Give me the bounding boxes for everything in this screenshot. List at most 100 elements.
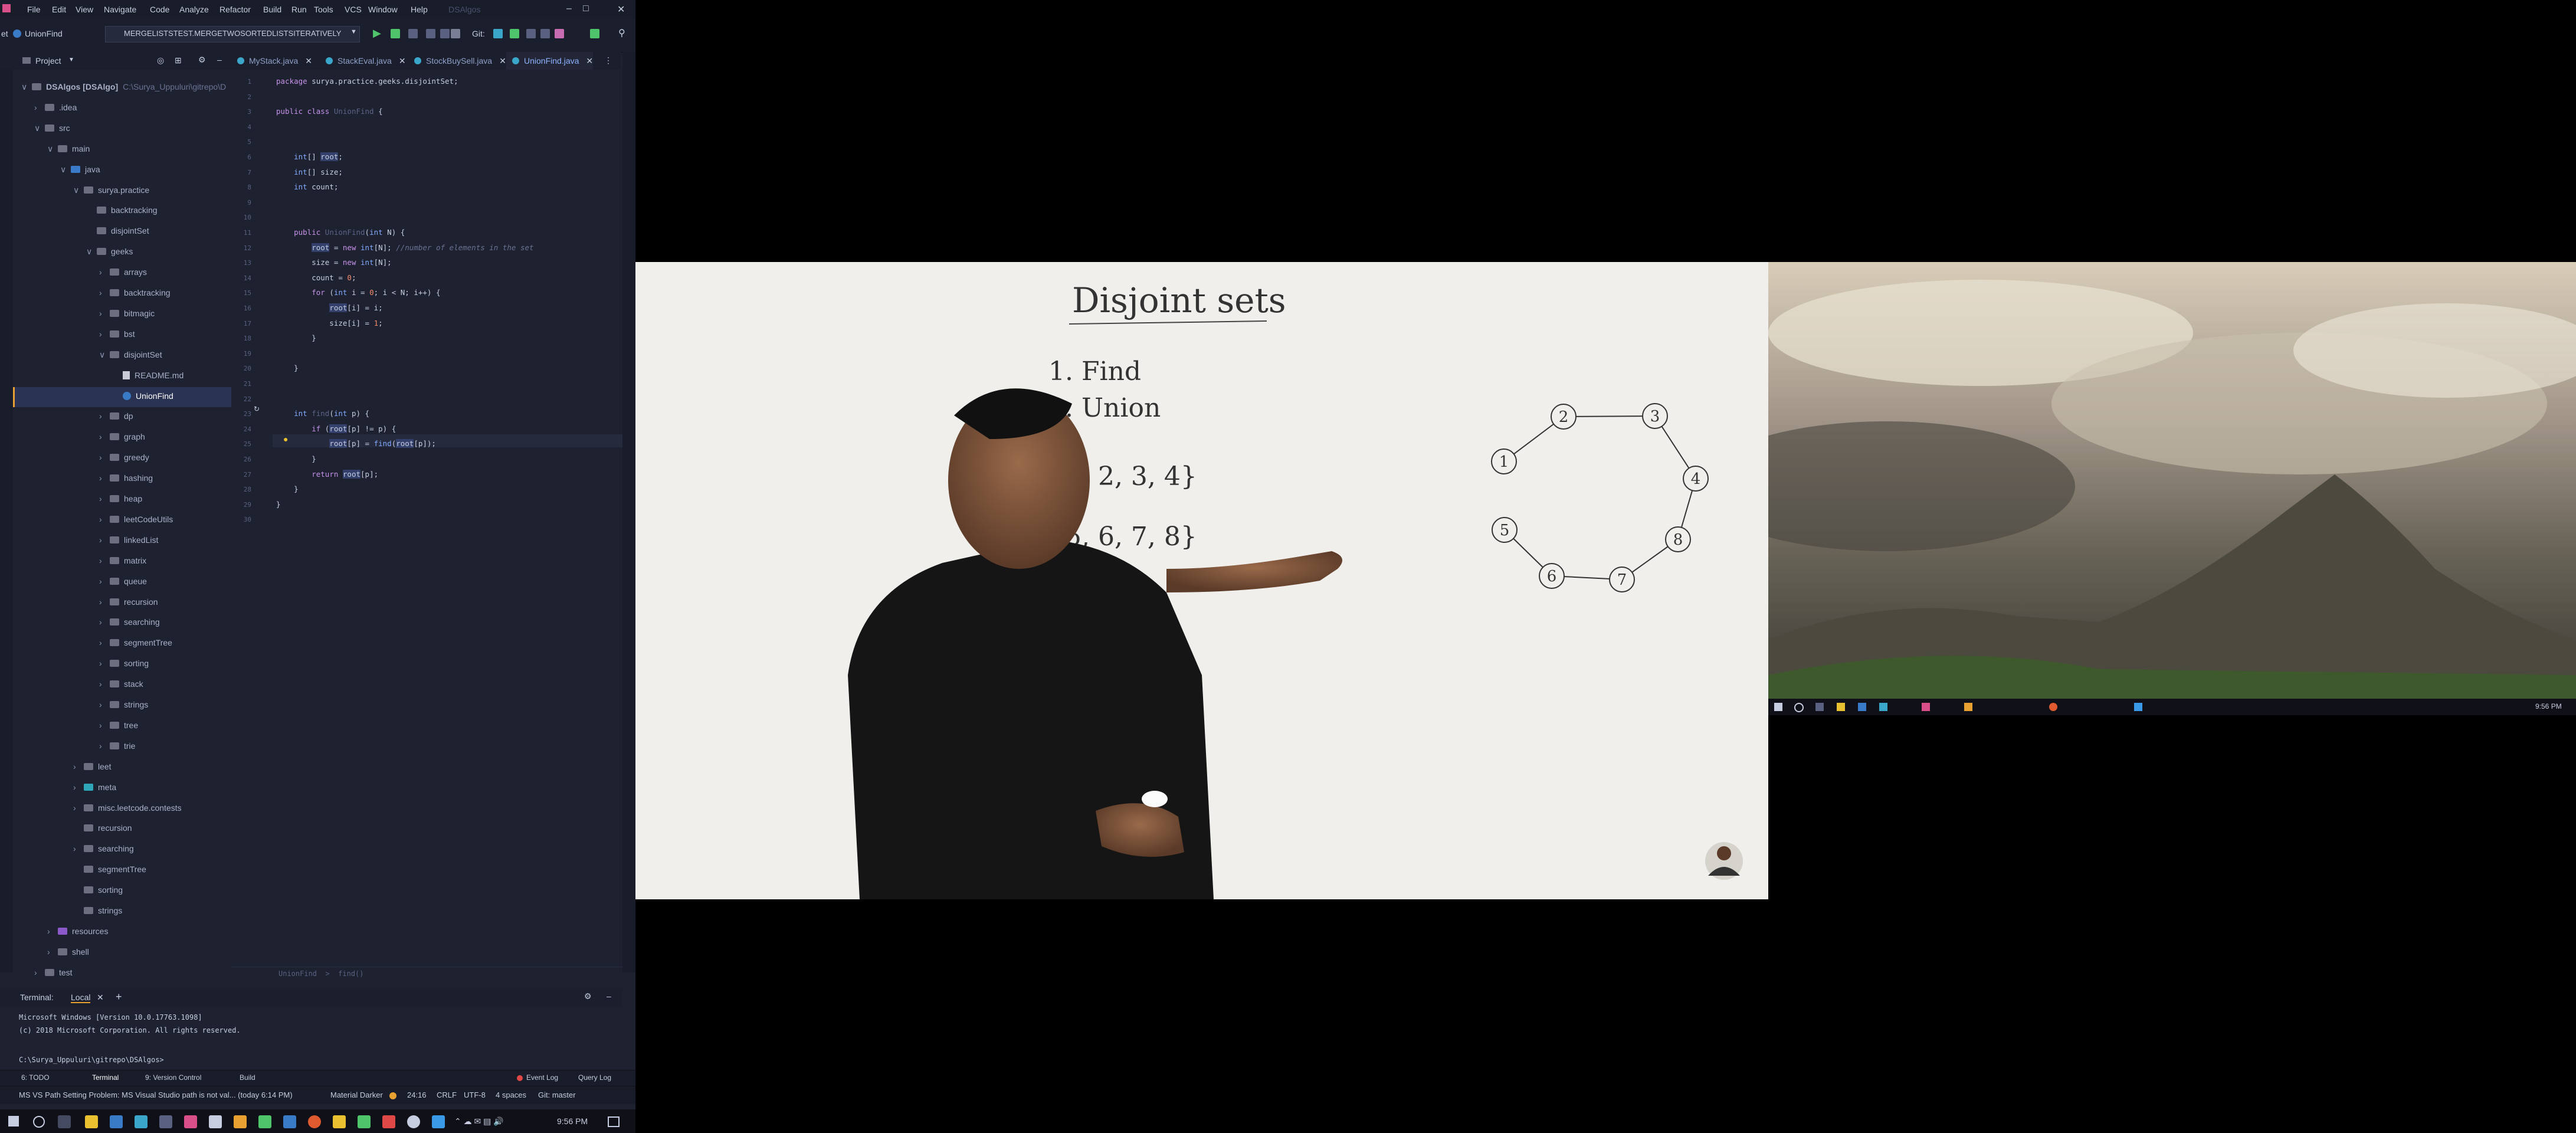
chevron-right-icon[interactable]: ›: [34, 102, 37, 112]
git-update-icon[interactable]: [493, 29, 503, 38]
chevron-right-icon[interactable]: ›: [99, 473, 102, 483]
firefox-icon[interactable]: [308, 1115, 321, 1128]
app-icon[interactable]: [135, 1115, 148, 1128]
chevron-right-icon[interactable]: ›: [99, 576, 102, 586]
menu-item-build[interactable]: Build: [263, 5, 282, 14]
tree-item[interactable]: ›stack: [99, 674, 143, 694]
chevron-right-icon[interactable]: ›: [99, 638, 102, 648]
tree-item[interactable]: ›graph: [99, 427, 145, 447]
tree-item[interactable]: ›misc.leetcode.contests: [73, 798, 182, 818]
tab-stockbuysell[interactable]: StockBuySell.java✕: [408, 52, 506, 70]
tree-item[interactable]: ›heap: [99, 489, 142, 509]
project-structure-icon[interactable]: [590, 29, 599, 38]
chevron-down-icon[interactable]: ∨: [73, 185, 80, 195]
git-history-icon[interactable]: [540, 29, 550, 38]
terminal-tool-button[interactable]: Terminal: [92, 1073, 119, 1082]
tree-item[interactable]: sorting: [73, 880, 123, 900]
chevron-down-icon[interactable]: ∨: [86, 247, 93, 257]
chrome-icon[interactable]: [1964, 703, 1972, 711]
close-icon[interactable]: ✕: [617, 5, 625, 15]
bulb-icon[interactable]: ●: [283, 434, 289, 444]
tab-stackeval[interactable]: StackEval.java✕: [320, 52, 406, 70]
chevron-right-icon[interactable]: ›: [99, 700, 102, 709]
tree-item[interactable]: ∨DSAlgos [DSAlgo]C:\Surya_Uppuluri\gitre…: [21, 77, 226, 97]
chevron-right-icon[interactable]: ›: [99, 453, 102, 463]
gear-icon[interactable]: ⚙: [584, 991, 592, 1001]
chevron-right-icon[interactable]: ›: [99, 267, 102, 277]
code-line[interactable]: int count;: [294, 182, 339, 192]
code-line[interactable]: size[i] = 1;: [276, 318, 383, 328]
event-log-button[interactable]: Event Log: [526, 1073, 559, 1082]
taskbar-clock[interactable]: 9:56 PM: [2535, 702, 2562, 710]
add-terminal-icon[interactable]: +: [116, 991, 122, 1003]
chevron-right-icon[interactable]: ›: [99, 555, 102, 565]
tree-item[interactable]: ∨disjointSet: [99, 345, 162, 365]
system-tray-icons[interactable]: ⌃ ☁ ✉ ▤ 🔊: [454, 1116, 504, 1126]
tree-item[interactable]: strings: [73, 900, 122, 921]
code-line[interactable]: root[p] = find(root[p]);: [329, 439, 436, 448]
code-line[interactable]: root[i] = i;: [329, 303, 383, 312]
menu-item-edit[interactable]: Edit: [52, 5, 67, 14]
indent-setting[interactable]: 4 spaces: [496, 1091, 527, 1099]
chevron-right-icon[interactable]: ›: [99, 617, 102, 627]
cortana-icon[interactable]: [33, 1116, 45, 1128]
breadcrumb-class[interactable]: UnionFind: [25, 29, 63, 38]
caret-position[interactable]: 24:16: [407, 1091, 427, 1099]
tree-item[interactable]: ›linkedList: [99, 530, 158, 550]
tree-item[interactable]: ›tree: [99, 715, 138, 735]
menu-item-navigate[interactable]: Navigate: [104, 5, 137, 14]
tree-item[interactable]: README.md: [112, 365, 183, 385]
tree-item[interactable]: ›test: [34, 962, 73, 983]
hide-icon[interactable]: –: [217, 55, 222, 64]
stop-icon[interactable]: [451, 29, 460, 38]
code-line[interactable]: }: [276, 364, 299, 373]
query-log-button[interactable]: Query Log: [578, 1073, 612, 1082]
code-line[interactable]: }: [276, 333, 316, 343]
chevron-right-icon[interactable]: ›: [99, 288, 102, 297]
tree-item[interactable]: ›matrix: [99, 551, 146, 571]
tree-item[interactable]: ›bitmagic: [99, 303, 155, 323]
tree-item[interactable]: ∨main: [47, 139, 90, 159]
windows-start-icon[interactable]: [8, 1116, 19, 1127]
tree-item[interactable]: ›sorting: [99, 653, 149, 673]
chevron-right-icon[interactable]: ›: [73, 782, 76, 792]
coverage-icon[interactable]: [408, 29, 418, 38]
terminal-tab-local[interactable]: Local: [71, 993, 91, 1003]
chevron-down-icon[interactable]: ∨: [47, 143, 54, 153]
app-icon[interactable]: [1858, 703, 1866, 711]
task-view-icon[interactable]: [58, 1115, 71, 1128]
menu-item-file[interactable]: File: [27, 5, 41, 14]
menu-item-analyze[interactable]: Analyze: [179, 5, 209, 14]
explorer-icon[interactable]: [1837, 703, 1845, 711]
chevron-right-icon[interactable]: ›: [99, 514, 102, 524]
code-editor[interactable]: [231, 70, 622, 967]
chrome-icon[interactable]: [234, 1115, 247, 1128]
taskbar-clock[interactable]: 9:56 PM: [557, 1116, 588, 1126]
code-line[interactable]: int find(int p) {: [294, 409, 370, 418]
chevron-right-icon[interactable]: ›: [99, 329, 102, 339]
tab-mystack[interactable]: MyStack.java✕: [231, 52, 312, 70]
code-line[interactable]: }: [276, 454, 316, 463]
code-line[interactable]: root = new int[N]; //number of elements …: [312, 243, 534, 252]
code-line[interactable]: size = new int[N];: [276, 258, 392, 267]
code-line[interactable]: }: [276, 484, 299, 494]
hide-icon[interactable]: –: [607, 991, 611, 1001]
app-icon[interactable]: [333, 1115, 346, 1128]
tree-item[interactable]: ›leetCodeUtils: [99, 509, 173, 529]
app-icon[interactable]: [159, 1115, 172, 1128]
git-branch[interactable]: Git: master: [538, 1091, 576, 1099]
app-icon[interactable]: [382, 1115, 395, 1128]
chevron-down-icon[interactable]: ∨: [99, 349, 106, 359]
chevron-down-icon[interactable]: ▼: [68, 57, 74, 63]
more-tabs-icon[interactable]: ⋮: [604, 55, 612, 65]
minimize-icon[interactable]: –: [566, 4, 572, 14]
close-icon[interactable]: ✕: [499, 56, 506, 66]
app-icon[interactable]: [1815, 703, 1824, 711]
code-line[interactable]: for (int i = 0; i < N; i++) {: [312, 288, 441, 297]
tab-unionfind[interactable]: UnionFind.java✕: [506, 52, 594, 71]
tree-item[interactable]: recursion: [73, 818, 132, 838]
chevron-right-icon[interactable]: ›: [99, 679, 102, 689]
tree-item[interactable]: ›strings: [99, 695, 148, 715]
collapse-icon[interactable]: ⊞: [175, 55, 182, 65]
tree-item[interactable]: ∨src: [34, 118, 70, 138]
